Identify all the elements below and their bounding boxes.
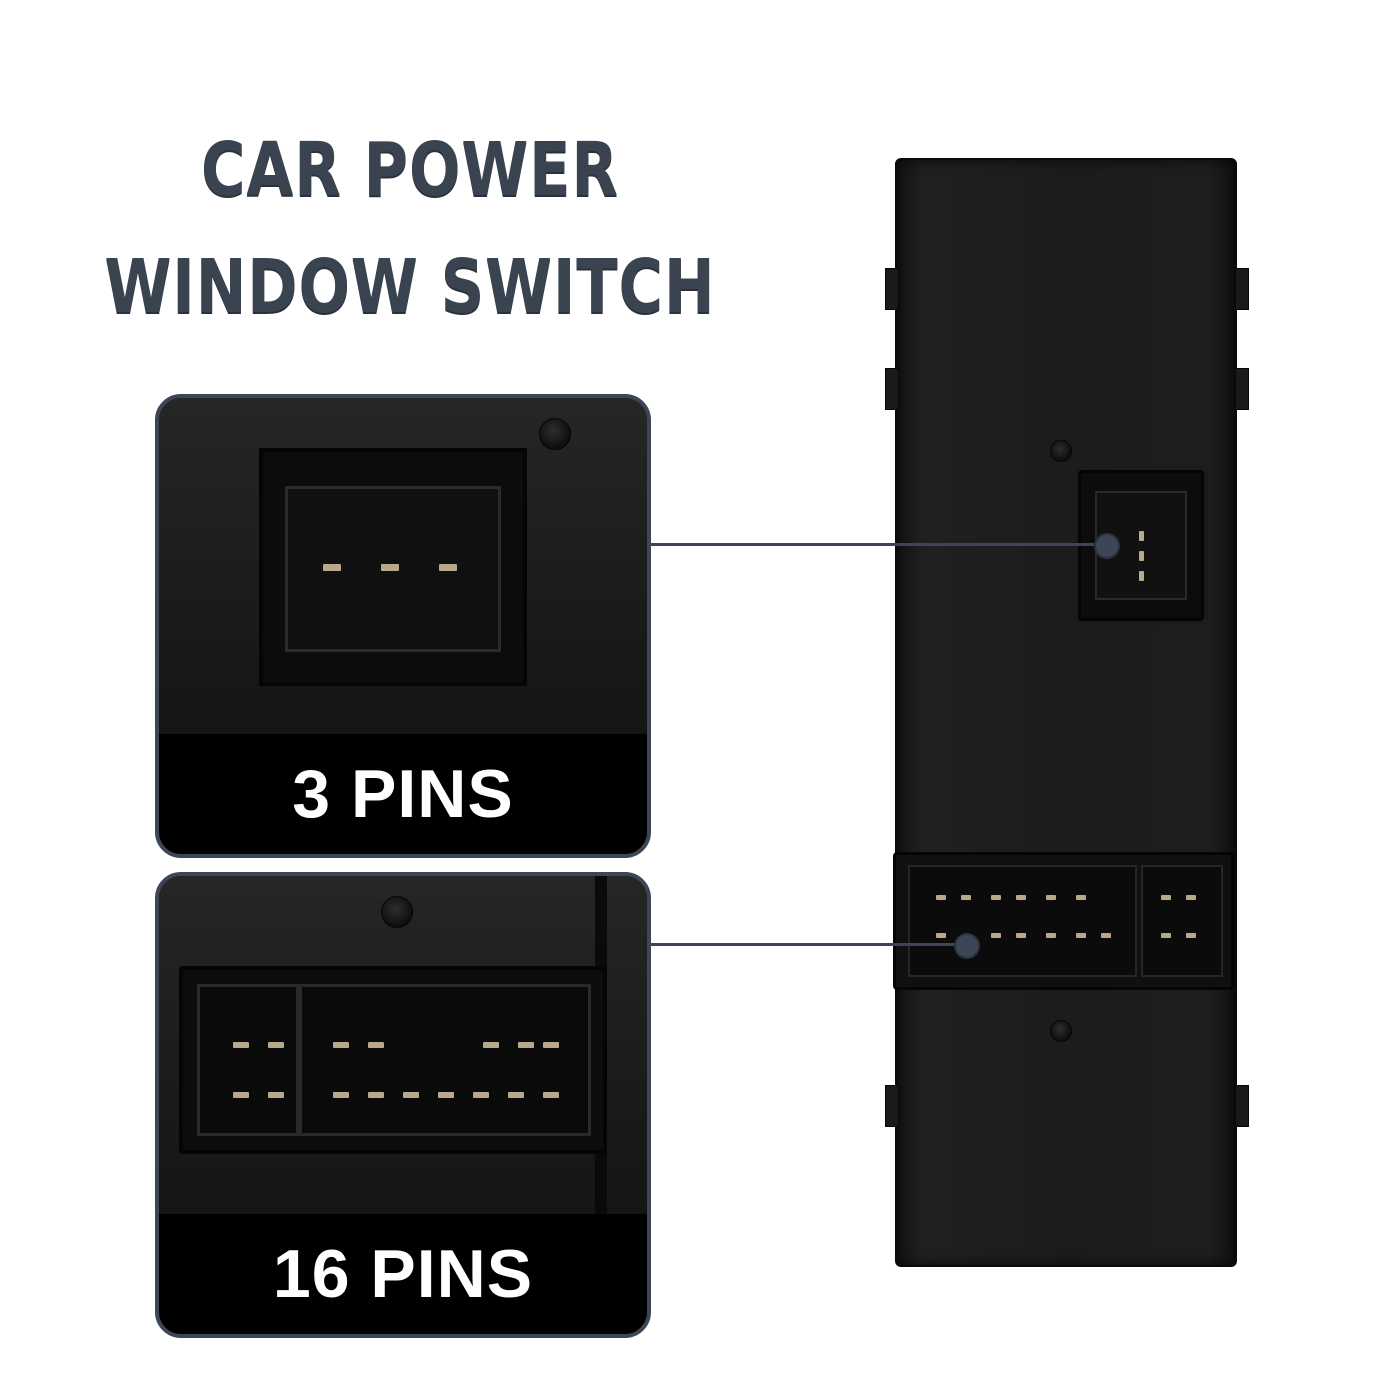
- connector-closeup-image: [159, 876, 647, 1214]
- mount-tab: [885, 368, 899, 410]
- callout-pointer-dot: [1094, 533, 1120, 559]
- connector-16-pin: [893, 852, 1234, 990]
- pin-count-label-bar: 16 PINS: [159, 1214, 647, 1334]
- callout-pointer-dot: [954, 933, 980, 959]
- pin-count-label-bar: 3 PINS: [159, 734, 647, 854]
- callout-panel-3-pins: 3 PINS: [155, 394, 651, 858]
- mount-tab: [885, 268, 899, 310]
- mount-tab: [1235, 1085, 1249, 1127]
- connector-closeup-image: [159, 398, 647, 734]
- screw-icon: [381, 896, 413, 928]
- callout-leader-line: [645, 943, 965, 946]
- screw-icon: [1050, 1020, 1072, 1042]
- screw-icon: [539, 418, 571, 450]
- pin-count-label: 3 PINS: [292, 756, 514, 832]
- mount-tab: [1235, 368, 1249, 410]
- pin-count-label: 16 PINS: [272, 1236, 534, 1312]
- mount-tab: [885, 1085, 899, 1127]
- screw-icon: [1050, 440, 1072, 462]
- title-line-1: CAR POWER: [201, 127, 619, 213]
- callout-leader-line: [645, 543, 1105, 546]
- connector-3-pin-closeup: [259, 448, 527, 686]
- callout-panel-16-pins: 16 PINS: [155, 872, 651, 1338]
- title-line-2: WINDOW SWITCH: [104, 244, 716, 330]
- switch-body: [895, 158, 1237, 1267]
- mount-tab: [1235, 268, 1249, 310]
- connector-16-pin-closeup: [179, 966, 607, 1154]
